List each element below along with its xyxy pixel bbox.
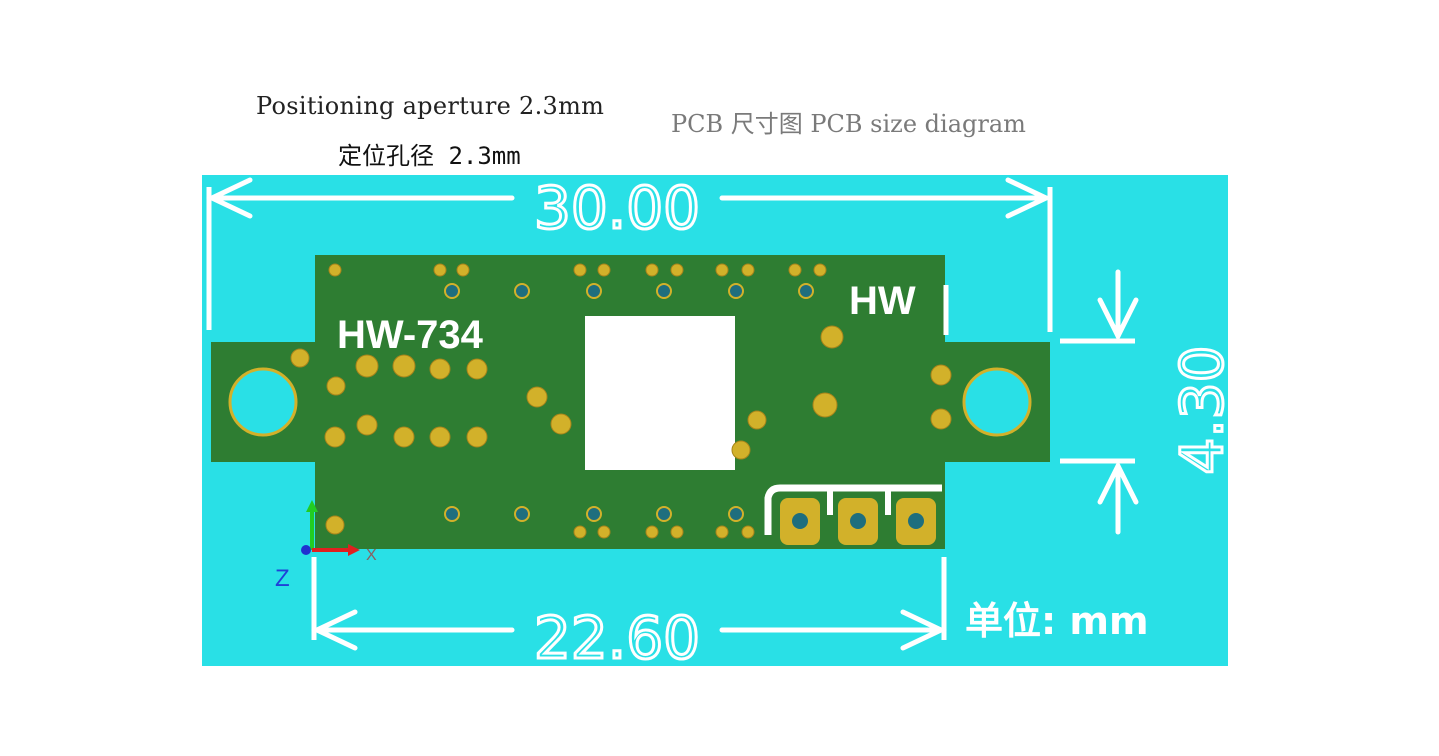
via: [586, 506, 602, 522]
axis-x-label: X: [366, 547, 377, 564]
unit-label: 单位: mm: [965, 599, 1149, 643]
via: [586, 283, 602, 299]
diagram-title: PCB 尺寸图 PCB size diagram: [671, 110, 1026, 138]
pad: [355, 354, 379, 378]
pcb-pads: [290, 263, 952, 539]
pad: [290, 348, 310, 368]
pad: [715, 263, 729, 277]
header-pin-hole: [908, 513, 924, 529]
pad: [429, 426, 451, 448]
axis-x-arrow: [348, 544, 360, 556]
via: [728, 506, 744, 522]
pad: [466, 426, 488, 448]
via: [444, 283, 460, 299]
header-pins: [764, 484, 942, 545]
pad: [930, 364, 952, 386]
pad: [645, 263, 659, 277]
pad: [356, 414, 378, 436]
pad: [325, 515, 345, 535]
pad: [731, 440, 751, 460]
via: [656, 283, 672, 299]
pad: [328, 263, 342, 277]
pad: [393, 426, 415, 448]
pad: [741, 263, 755, 277]
header-pin-hole: [792, 513, 808, 529]
pad: [670, 263, 684, 277]
aperture-caption-zh: 定位孔径 2.3mm: [338, 142, 521, 170]
via: [656, 506, 672, 522]
axis-origin: [301, 545, 311, 555]
display-window: [585, 316, 735, 470]
pad: [715, 525, 729, 539]
pcb-vias: [444, 283, 814, 522]
pad: [741, 525, 755, 539]
pad: [670, 525, 684, 539]
axis-y-arrow: [306, 500, 318, 512]
pad: [573, 263, 587, 277]
header-silkscreen: [764, 484, 942, 535]
body-width-dimension: [311, 609, 947, 651]
pad: [645, 525, 659, 539]
pad: [526, 386, 548, 408]
board-brand-label: HW: [849, 279, 916, 323]
board-model-label: HW-734: [337, 313, 484, 357]
pad: [788, 263, 802, 277]
pad: [597, 263, 611, 277]
pad: [456, 263, 470, 277]
header-pin-hole: [850, 513, 866, 529]
pad: [466, 358, 488, 380]
via: [444, 506, 460, 522]
pad: [930, 408, 952, 430]
aperture-caption-en: Positioning aperture 2.3mm: [256, 92, 605, 120]
left-mounting-hole: [228, 367, 298, 437]
pad: [597, 525, 611, 539]
extension-lines: [206, 187, 1135, 640]
via: [514, 506, 530, 522]
pad: [573, 525, 587, 539]
pad: [324, 426, 346, 448]
pad: [747, 410, 767, 430]
pad: [392, 354, 416, 378]
pad: [433, 263, 447, 277]
pad: [429, 358, 451, 380]
axis-z-label: Z: [275, 565, 290, 592]
overall-width-value: 30.00: [534, 174, 700, 242]
height-dimension: [1097, 269, 1139, 535]
pad: [550, 413, 572, 435]
body-width-value: 22.60: [534, 604, 700, 672]
pad: [812, 392, 838, 418]
pad: [813, 263, 827, 277]
via: [728, 283, 744, 299]
pad: [820, 325, 844, 349]
via: [514, 283, 530, 299]
height-value: 4.30: [1168, 345, 1236, 474]
axis-indicator: X Z: [275, 500, 377, 592]
via: [798, 283, 814, 299]
pad: [326, 376, 346, 396]
right-mounting-hole: [962, 367, 1032, 437]
overall-width-dimension: [206, 177, 1052, 219]
